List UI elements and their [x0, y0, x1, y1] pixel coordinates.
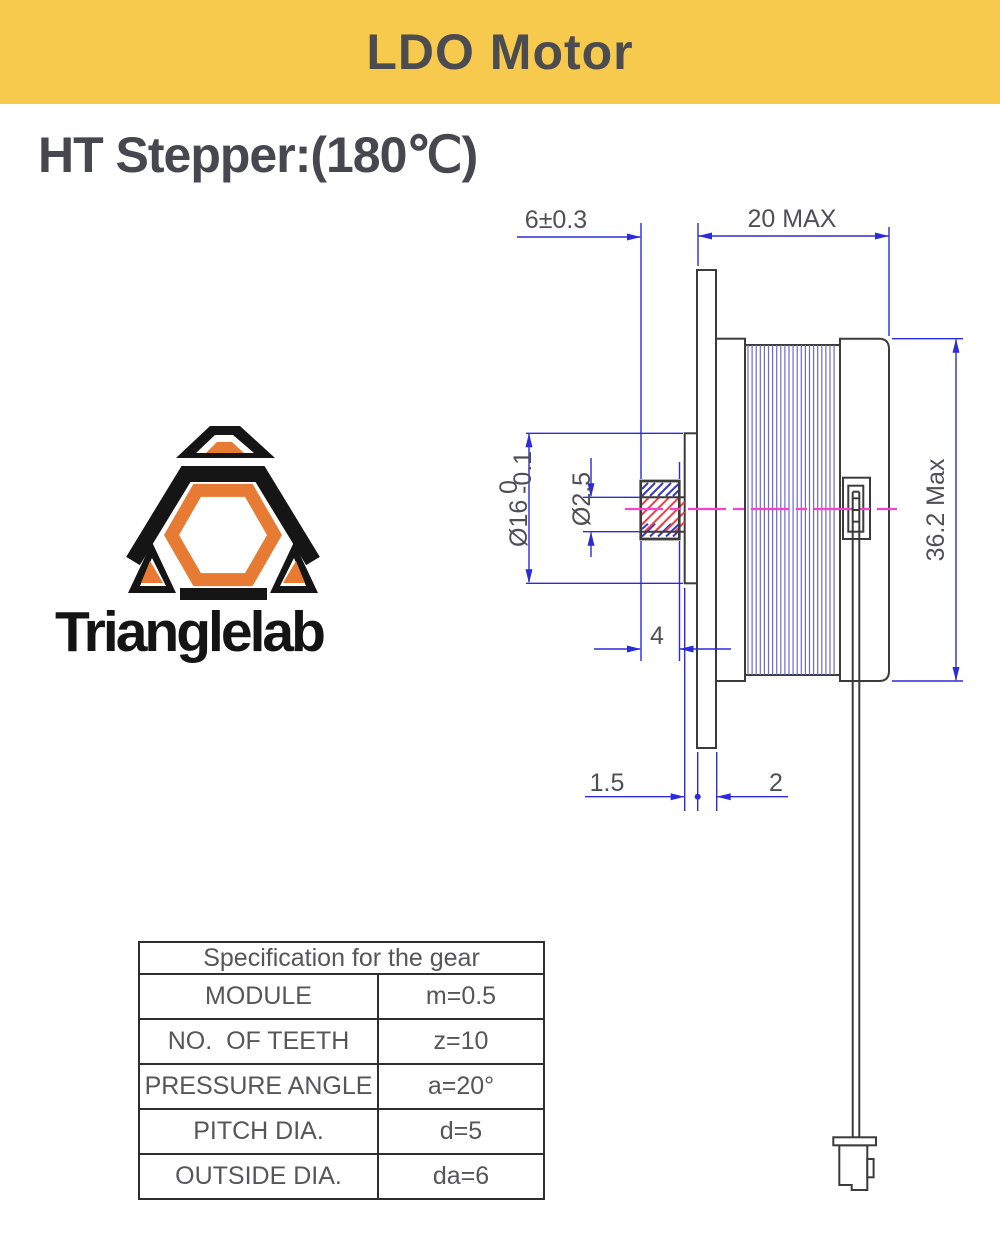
wire-connector-body — [838, 1144, 869, 1191]
spec-label: PITCH DIA. — [138, 1108, 379, 1155]
lead-wire — [851, 491, 861, 1138]
header-banner: LDO Motor — [0, 0, 1000, 104]
dim-label-pilot-tol-lower: -0.1 — [509, 451, 537, 494]
logo-wordmark: Trianglelab — [55, 600, 326, 664]
dim-label-gear-length: 4 — [650, 622, 664, 650]
trianglelab-logo-icon — [126, 426, 320, 600]
logo-hexagon — [163, 483, 283, 587]
dim-label-flange-thickness: 2 — [769, 769, 783, 797]
spec-value: m=0.5 — [377, 973, 545, 1020]
dim-label-pilot-diameter: Ø16 0 -0.1 — [495, 451, 537, 547]
table-row: OUTSIDE DIA. da=6 — [138, 1153, 545, 1200]
shaft-hatch-red — [640, 496, 686, 533]
spec-value: z=10 — [377, 1018, 545, 1065]
page-title: LDO Motor — [366, 24, 634, 80]
dim-label-body-height: 36.2 Max — [922, 458, 950, 561]
logo-frame — [126, 466, 320, 566]
dim-label-pilot-tol-upper: 0 — [495, 480, 523, 494]
table-row: NO. OF TEETH z=10 — [138, 1018, 545, 1065]
logo-corner-right-orange — [283, 561, 305, 583]
spec-table-title: Specification for the gear — [138, 941, 545, 975]
spec-label: MODULE — [138, 973, 379, 1020]
dim-label-pilot-protrusion: 1.5 — [590, 769, 625, 797]
spec-value: d=5 — [377, 1108, 545, 1155]
product-heading: HT Stepper:(180℃) — [38, 127, 478, 183]
logo-corner-left-orange — [141, 561, 163, 583]
spec-value: a=20° — [377, 1063, 545, 1110]
dimension-lines — [517, 235, 957, 798]
wire-connector-cap — [832, 1136, 877, 1147]
spec-value: da=6 — [377, 1153, 545, 1200]
extension-lines — [526, 223, 963, 811]
logo-apex-orange — [206, 442, 244, 453]
dim-label-shaft-diameter: Ø2.5 — [568, 472, 596, 526]
table-header-row: Specification for the gear — [138, 941, 545, 975]
wire-connector-tab — [866, 1158, 875, 1179]
table-row: PITCH DIA. d=5 — [138, 1108, 545, 1155]
table-row: MODULE m=0.5 — [138, 973, 545, 1020]
spec-label: PRESSURE ANGLE — [138, 1063, 379, 1110]
table-row: PRESSURE ANGLE a=20° — [138, 1063, 545, 1110]
wire-end-connector — [832, 1136, 877, 1191]
spec-label: OUTSIDE DIA. — [138, 1153, 379, 1200]
gear-spec-table: Specification for the gear MODULE m=0.5 … — [138, 941, 545, 1200]
dim-label-shaft-to-flange: 6±0.3 — [525, 206, 587, 234]
dimension-arrows — [525, 232, 960, 801]
dim-label-body-depth: 20 MAX — [748, 205, 837, 233]
svg-text:Ø16: Ø16 — [505, 500, 533, 547]
spec-label: NO. OF TEETH — [138, 1018, 379, 1065]
